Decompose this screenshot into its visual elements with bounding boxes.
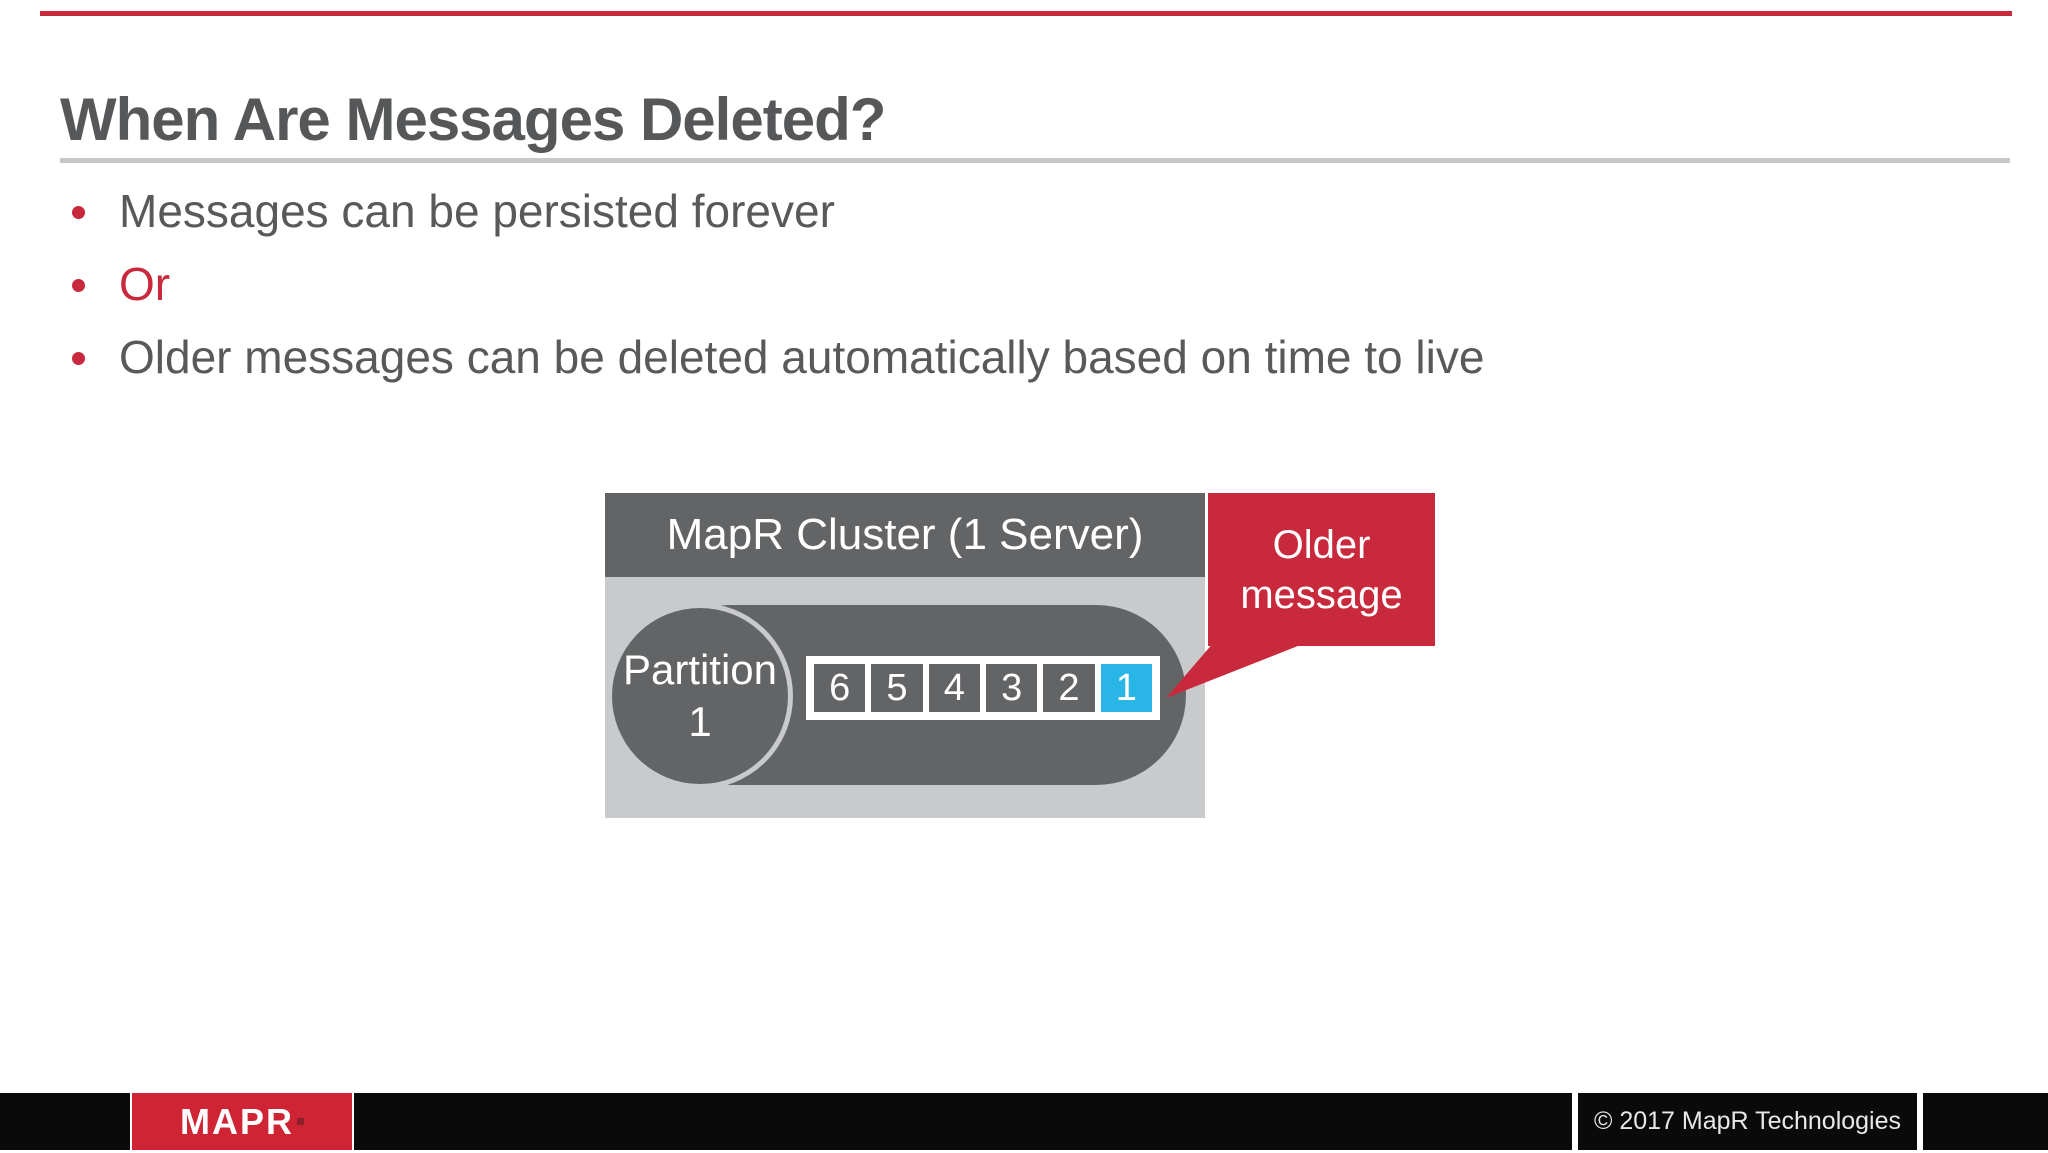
older-message-callout: Older message (1208, 493, 1435, 646)
message-row: 6 5 4 3 2 1 (806, 656, 1160, 720)
bullet-text: Or (119, 258, 171, 310)
slide-title: When Are Messages Deleted? (60, 86, 886, 153)
callout-line: Older (1272, 522, 1371, 567)
cluster-header: MapR Cluster (1 Server) (605, 493, 1205, 577)
bullet-dot-icon (72, 352, 85, 365)
title-divider (60, 158, 2010, 163)
bullet-item: Messages can be persisted forever (60, 184, 1860, 239)
footer-divider (1917, 1093, 1923, 1150)
bullet-list: Messages can be persisted forever Or Old… (60, 184, 1860, 403)
bullet-dot-icon (72, 279, 85, 292)
footer-divider (1572, 1093, 1578, 1150)
bullet-text: Messages can be persisted forever (119, 185, 835, 237)
copyright-text: © 2017 MapR Technologies (1593, 1107, 1902, 1135)
top-accent-bar (40, 11, 2012, 16)
message-box: 4 (925, 661, 983, 715)
bullet-dot-icon (72, 206, 85, 219)
callout-pointer-icon (1166, 642, 1308, 698)
mapr-logo-dot-icon (297, 1118, 304, 1125)
partition-label: Partition (622, 646, 778, 693)
cluster-title: MapR Cluster (1 Server) (666, 510, 1144, 559)
bullet-text: Older messages can be deleted automatica… (119, 331, 1485, 383)
message-box: 3 (982, 661, 1041, 715)
bullet-item: Older messages can be deleted automatica… (60, 330, 1860, 385)
bullet-item: Or (60, 257, 1860, 312)
message-box: 5 (868, 661, 926, 715)
message-box: 6 (811, 661, 869, 715)
message-box: 2 (1040, 661, 1098, 715)
message-box-highlighted: 1 (1097, 661, 1155, 715)
mapr-logo: MAPR (130, 1091, 354, 1152)
partition-number: 1 (688, 698, 712, 745)
callout-line: message (1240, 572, 1403, 617)
mapr-logo-text: MAPR (180, 1100, 294, 1142)
partition-circle: Partition 1 (607, 603, 793, 789)
